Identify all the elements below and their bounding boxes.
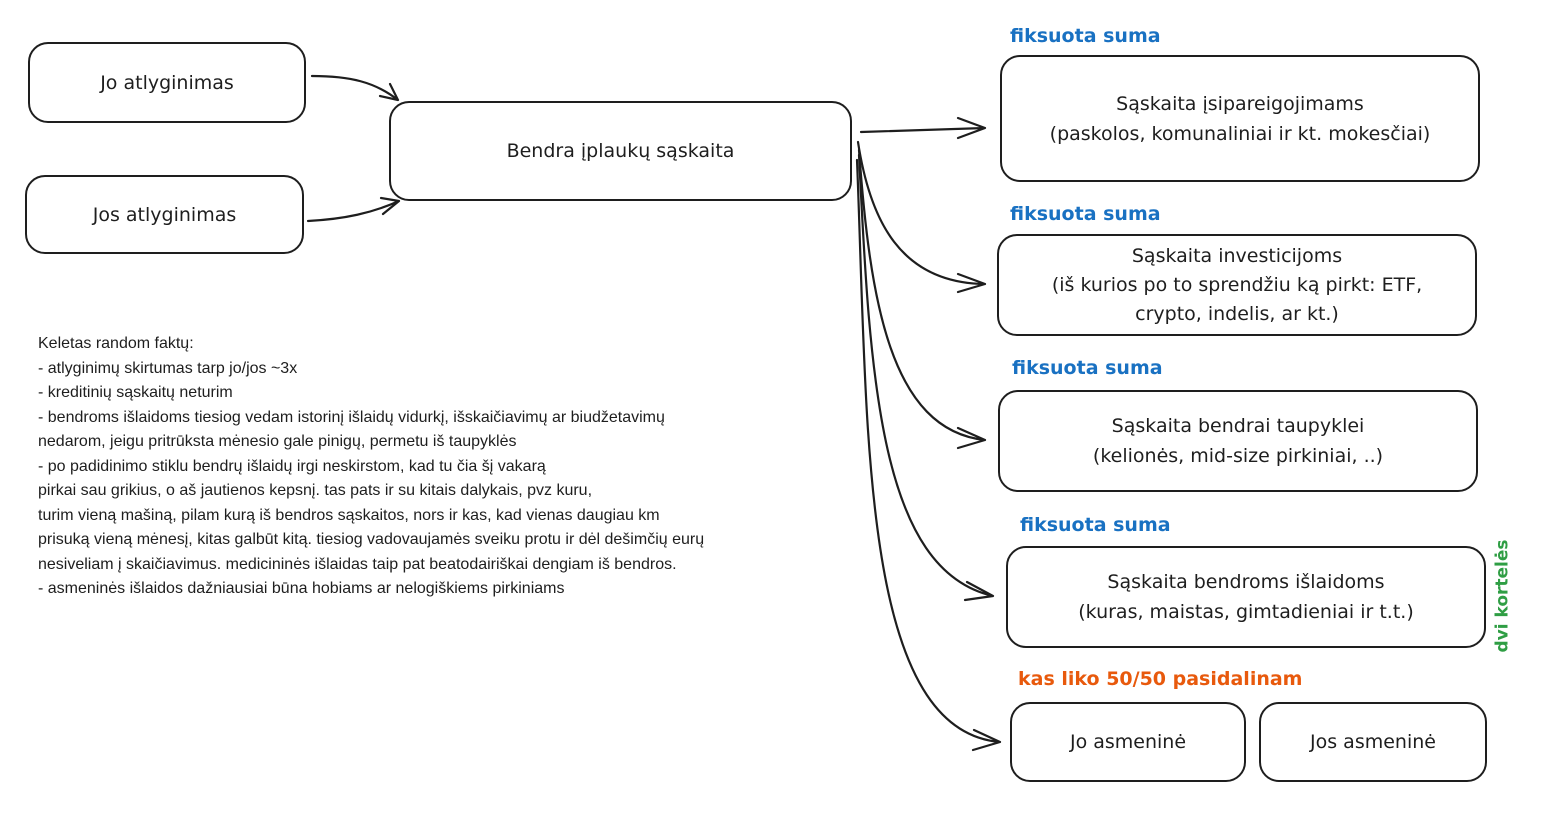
expenses-account-box: Sąskaita bendroms išlaidoms (kuras, mais… [1006,546,1486,648]
her-personal-account-label: Jos asmeninė [1310,731,1436,753]
notes-line: turim vieną mašiną, pilam kurą iš bendro… [38,506,660,524]
split-remaining-tag: kas liko 50/50 pasidalinam [1018,668,1303,690]
fixed-sum-tag-obligations: fiksuota suma [1010,25,1161,47]
investments-account-detail-2: crypto, indelis, ar kt.) [1135,302,1339,325]
investments-account-detail-1: (iš kurios po to sprendžiu ką pirkt: ETF… [1051,273,1423,296]
notes-line: Keletas random faktų: [38,335,194,352]
his-personal-account-label: Jo asmeninė [1069,731,1187,753]
arrow-joint-to-savings [857,148,987,450]
his-personal-account-box: Jo asmeninė [1010,702,1246,782]
investments-account-title: Sąskaita investicijoms [1131,244,1343,267]
notes-line: - kreditinių sąskaitų neturim [38,384,233,401]
arrow-joint-to-personal [855,158,1002,752]
notes-line: - atlyginimų skirtumas tarp jo/jos ~3x [38,359,298,377]
obligations-account-box: Sąskaita įsipareigojimams (paskolos, kom… [1000,55,1480,182]
two-cards-tag: dvi kortelės [1492,539,1513,653]
savings-account-title: Sąskaita bendrai taupyklei [1111,415,1365,437]
his-salary-label: Jo atlyginimas [100,71,234,94]
joint-account-box: Bendra įplaukų sąskaita [389,101,852,201]
her-personal-account-box: Jos asmeninė [1259,702,1487,782]
notes-line: prisuką vieną mėnesį, kitas galbūt kitą.… [38,531,705,548]
her-salary-label: Jos atlyginimas [92,203,237,226]
arrow-joint-to-expenses [857,153,995,602]
her-salary-box: Jos atlyginimas [25,175,304,254]
expenses-account-title: Sąskaita bendroms išlaidoms [1107,571,1385,593]
his-salary-box: Jo atlyginimas [28,42,306,123]
savings-account-box: Sąskaita bendrai taupyklei (kelionės, mi… [998,390,1478,492]
savings-account-detail: (kelionės, mid-size pirkiniai, ..) [1092,445,1384,467]
fixed-sum-tag-savings: fiksuota suma [1012,357,1163,379]
arrow-joint-to-investments [856,140,987,294]
obligations-account-title: Sąskaita įsipareigojimams [1116,92,1364,115]
notes-line: - asmeninės išlaidos dažniausiai būna ho… [38,580,565,597]
notes-line: nesiveliam į skaičiavimus. medicininės i… [38,555,677,573]
obligations-account-detail: (paskolos, komunaliniai ir kt. mokesčiai… [1049,122,1431,145]
joint-account-label: Bendra įplaukų sąskaita [506,140,735,162]
notes-line: nedarom, jeigu pritrūksta mėnesio gale p… [38,433,517,450]
notes-text-block: Keletas random faktų: - atlyginimų skirt… [38,332,838,602]
investments-account-box: Sąskaita investicijoms (iš kurios po to … [997,234,1477,336]
fixed-sum-tag-investments: fiksuota suma [1010,203,1161,225]
notes-line: - bendroms išlaidoms tiesiog vedam istor… [38,408,665,426]
notes-line: - po padidinimo stiklu bendrų išlaidų ir… [38,457,546,475]
notes-line: pirkai sau grikius, o aš jautienos kepsn… [38,482,593,499]
arrow-joint-to-obligations [859,116,987,140]
arrow-her-salary-to-joint [306,196,401,223]
arrow-his-salary-to-joint [310,74,400,102]
fixed-sum-tag-expenses: fiksuota suma [1020,514,1171,536]
expenses-account-detail: (kuras, maistas, gimtadieniai ir t.t.) [1078,601,1414,623]
